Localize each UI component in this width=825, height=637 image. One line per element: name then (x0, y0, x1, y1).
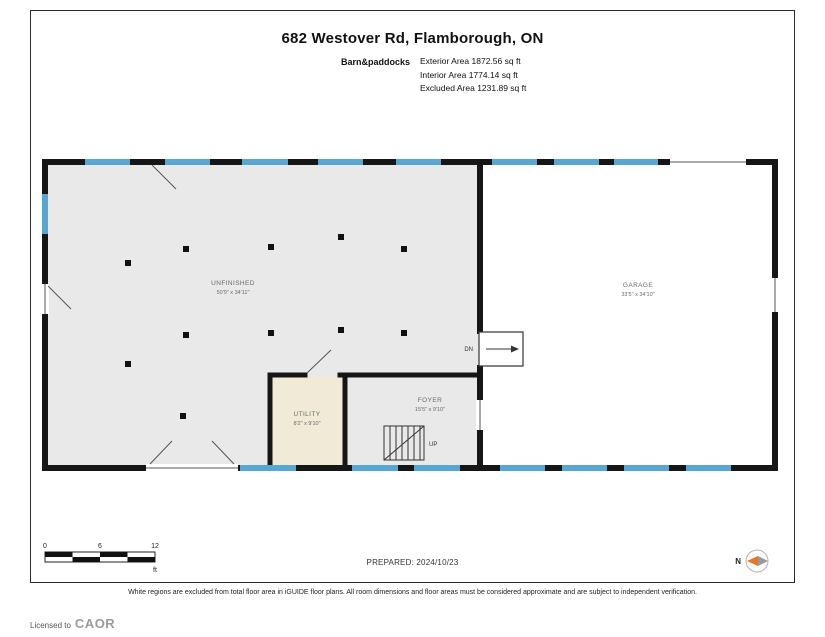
support-posts (125, 234, 407, 419)
area-value: 1774.14 sq ft (468, 69, 518, 80)
disclaimer-text: White regions are excluded from total fl… (128, 589, 697, 596)
area-summary: Exterior Area 1872.56 sq ft Interior Are… (420, 56, 526, 97)
up-stairs (383, 425, 425, 461)
room-dims-utility: 8'2" x 9'10" (293, 421, 320, 427)
area-label: Excluded Area (420, 83, 475, 93)
wall-openings (41, 158, 779, 472)
compass-north-label: N (735, 557, 741, 566)
room-fill-utility (272, 377, 345, 468)
scale-label-6: 6 (98, 543, 102, 550)
room-fills (45, 162, 775, 468)
room-label-utility: UTILITY (294, 411, 321, 418)
room-dims-unfinished: 50'9" x 34'11" (217, 290, 250, 296)
room-label-foyer: FOYER (418, 397, 442, 404)
scale-label-12: 12 (151, 543, 159, 550)
dn-label: DN (464, 347, 473, 353)
dn-stairwell: DN (464, 331, 524, 367)
scale-unit-label: ft (153, 567, 157, 574)
compass-icon: N (735, 549, 769, 573)
prepared-date: PREPARED: 2024/10/23 (366, 558, 459, 567)
area-row-exterior: Exterior Area 1872.56 sq ft (420, 56, 526, 70)
area-label: Interior Area (420, 69, 467, 80)
license-org: CAOR (74, 616, 116, 631)
room-fill-unfinished (45, 162, 480, 468)
area-value: 1231.89 sq ft (477, 83, 527, 93)
floor-label: Barn&paddocks (340, 57, 410, 67)
license-line: Licensed to CAOR (30, 616, 115, 631)
license-prefix: Licensed to (30, 621, 71, 630)
room-dims-garage: 33'5" x 34'10" (621, 292, 654, 298)
room-labels: UNFINISHED 50'9" x 34'11" GARAGE 33'5" x… (211, 280, 655, 427)
area-row-interior: Interior Area 1774.14 sq ft (420, 70, 526, 84)
dn-arrowhead-icon (511, 345, 519, 353)
room-dims-foyer: 15'5" x 9'10" (415, 407, 445, 413)
scale-bar: 0 6 12 ft (43, 543, 159, 574)
area-value: 1872.56 sq ft (471, 56, 521, 66)
room-fill-garage (480, 162, 775, 468)
compass-needle-south (758, 556, 768, 566)
up-label: UP (429, 442, 437, 448)
page-border (30, 10, 795, 583)
room-label-garage: GARAGE (623, 282, 653, 289)
compass-needle-north (747, 556, 758, 566)
area-row-excluded: Excluded Area 1231.89 sq ft (420, 83, 526, 97)
door-swings (47, 164, 332, 465)
window-segments (42, 159, 731, 471)
interior-walls (267, 372, 483, 471)
area-label: Exterior Area (420, 56, 470, 66)
scale-label-0: 0 (43, 543, 47, 550)
room-label-unfinished: UNFINISHED (211, 280, 255, 287)
page-title: 682 Westover Rd, Flamborough, ON (281, 30, 544, 47)
